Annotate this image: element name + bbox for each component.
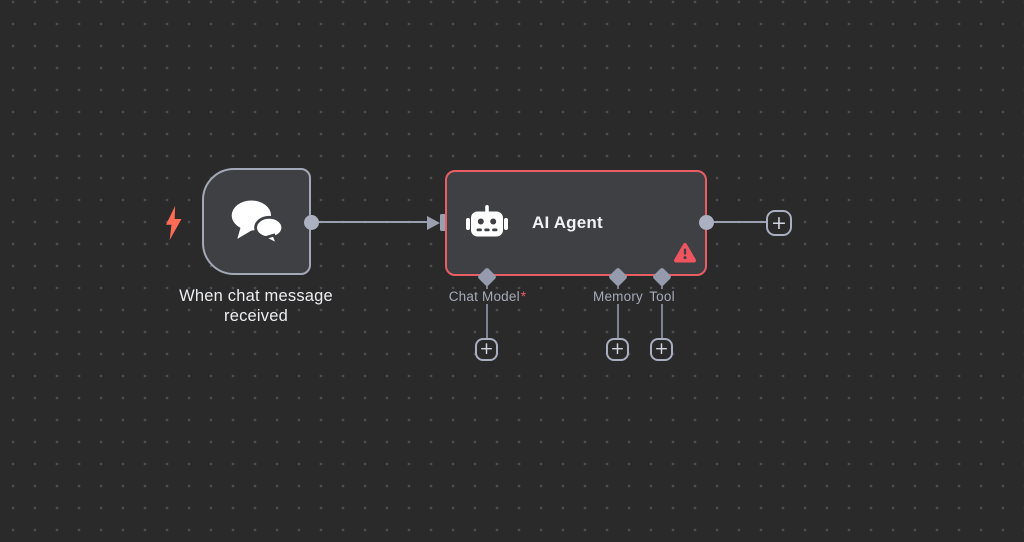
node-title: AI Agent (532, 213, 603, 232)
tool-connector-line (661, 284, 663, 338)
connection-stub-line (712, 221, 768, 223)
tool-label: Tool (648, 289, 676, 304)
chat-model-label: Chat Model* (447, 289, 527, 304)
plus-icon: + (610, 338, 625, 359)
memory-label: Memory (592, 289, 644, 304)
plus-icon: + (771, 211, 787, 234)
agent-output-handle[interactable] (699, 215, 714, 230)
connection-arrow-icon (427, 216, 440, 230)
agent-input-port[interactable] (440, 214, 448, 231)
chat-model-connector-line (486, 284, 488, 338)
warning-triangle-icon (673, 242, 697, 268)
robot-icon (466, 205, 508, 241)
chat-bubbles-icon (231, 199, 284, 247)
node-label-chat-trigger: When chat message received (179, 287, 333, 326)
connection-line[interactable] (314, 221, 429, 223)
add-node-button[interactable]: + (766, 210, 792, 236)
plus-icon: + (479, 338, 494, 359)
add-tool-button[interactable]: + (650, 338, 673, 361)
trigger-output-handle[interactable] (304, 215, 319, 230)
add-memory-button[interactable]: + (606, 338, 629, 361)
lightning-bolt-icon (166, 205, 182, 241)
memory-connector-line (617, 284, 619, 338)
node-ai-agent[interactable]: AI Agent (445, 170, 707, 276)
add-chat-model-button[interactable]: + (475, 338, 498, 361)
node-chat-trigger[interactable] (202, 168, 311, 275)
plus-icon: + (654, 338, 669, 359)
